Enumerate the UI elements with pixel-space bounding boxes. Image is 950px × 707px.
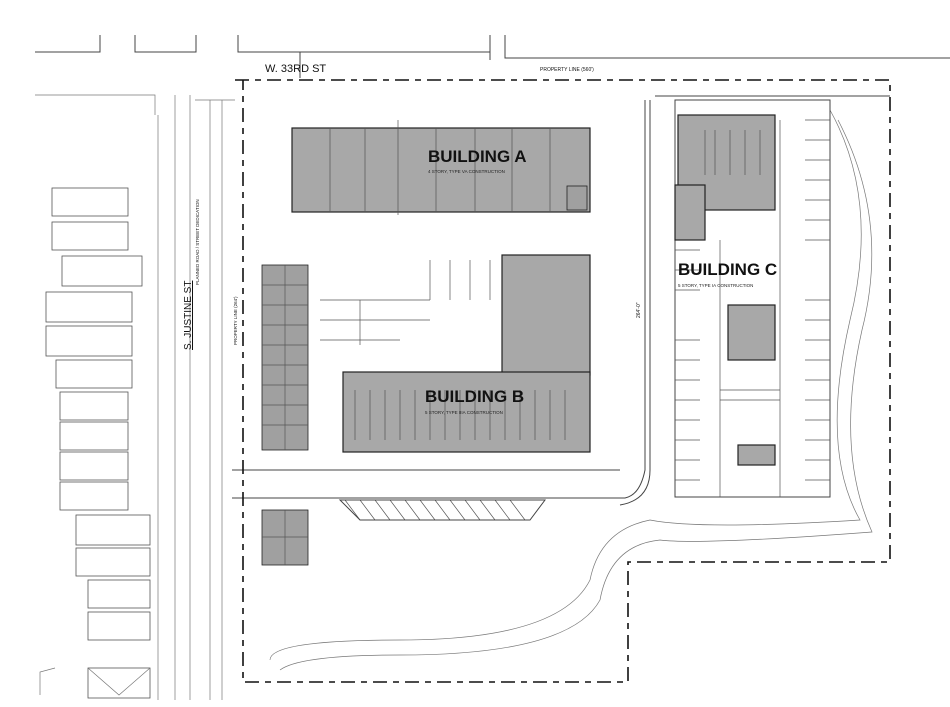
west-street-note: PLANNED ROAD / STREET DEDICATION (195, 199, 200, 285)
landscape-paths (269, 109, 873, 671)
parking-areas (320, 99, 831, 521)
street-lines (35, 35, 950, 700)
building-c-name: BUILDING C (678, 260, 777, 279)
townhouse-units (261, 264, 309, 566)
property-line-label-west: PROPERTY LINE (264') (233, 296, 238, 345)
building-c: BUILDING C 5 STORY, TYPE IA CONSTRUCTION (674, 114, 777, 466)
building-b-name: BUILDING B (425, 387, 524, 406)
neighboring-houses (39, 187, 151, 699)
building-c-subtitle: 5 STORY, TYPE IA CONSTRUCTION (678, 283, 753, 288)
building-a: BUILDING A 4 STORY, TYPE VA CONSTRUCTION (291, 120, 591, 215)
building-b-subtitle: 5 STORY, TYPE IIIA CONSTRUCTION (425, 410, 503, 415)
building-a-subtitle: 4 STORY, TYPE VA CONSTRUCTION (428, 169, 505, 174)
building-b: BUILDING B 5 STORY, TYPE IIIA CONSTRUCTI… (261, 254, 591, 566)
street-label-s-justine: S. JUSTINE ST (183, 281, 194, 350)
street-label-w-33rd: W. 33RD ST (265, 63, 326, 75)
property-line (235, 79, 891, 683)
dimension-label: 264'-0" (636, 302, 642, 318)
property-line-label-north: PROPERTY LINE (560') (540, 67, 594, 73)
building-a-name: BUILDING A (428, 147, 527, 166)
